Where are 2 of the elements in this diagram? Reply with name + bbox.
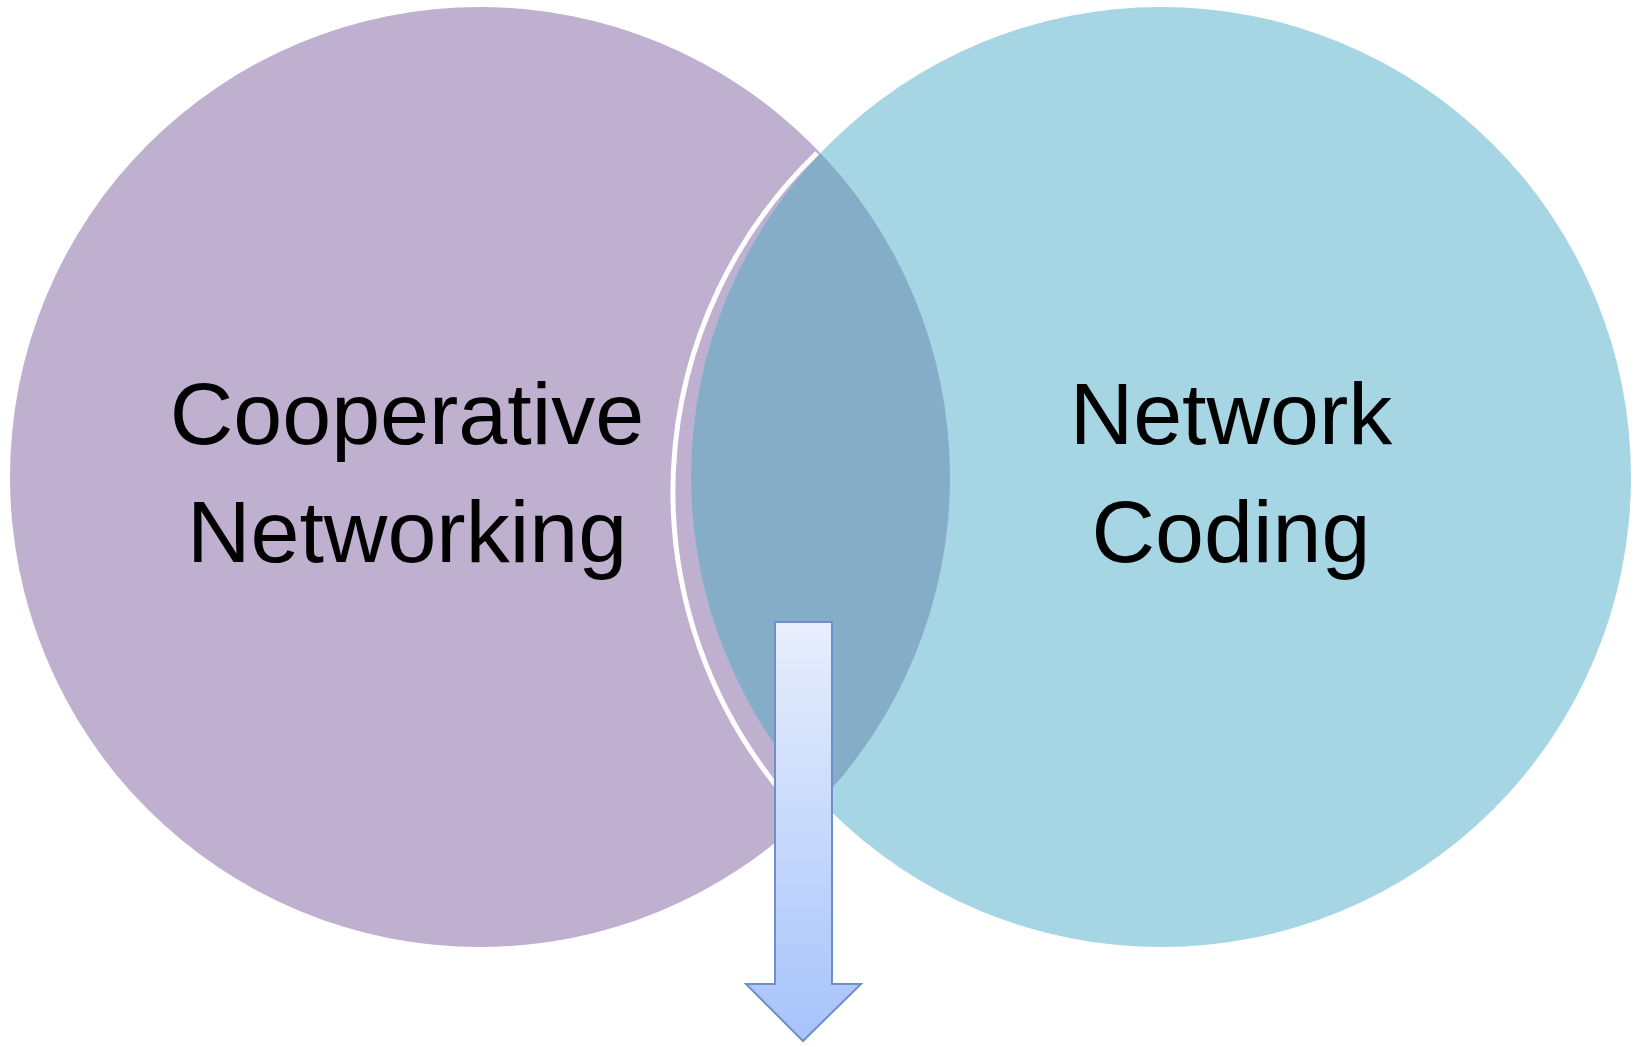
circle-label: Network Coding [1068, 363, 1394, 583]
circle-label: Cooperative Networking [168, 363, 646, 583]
